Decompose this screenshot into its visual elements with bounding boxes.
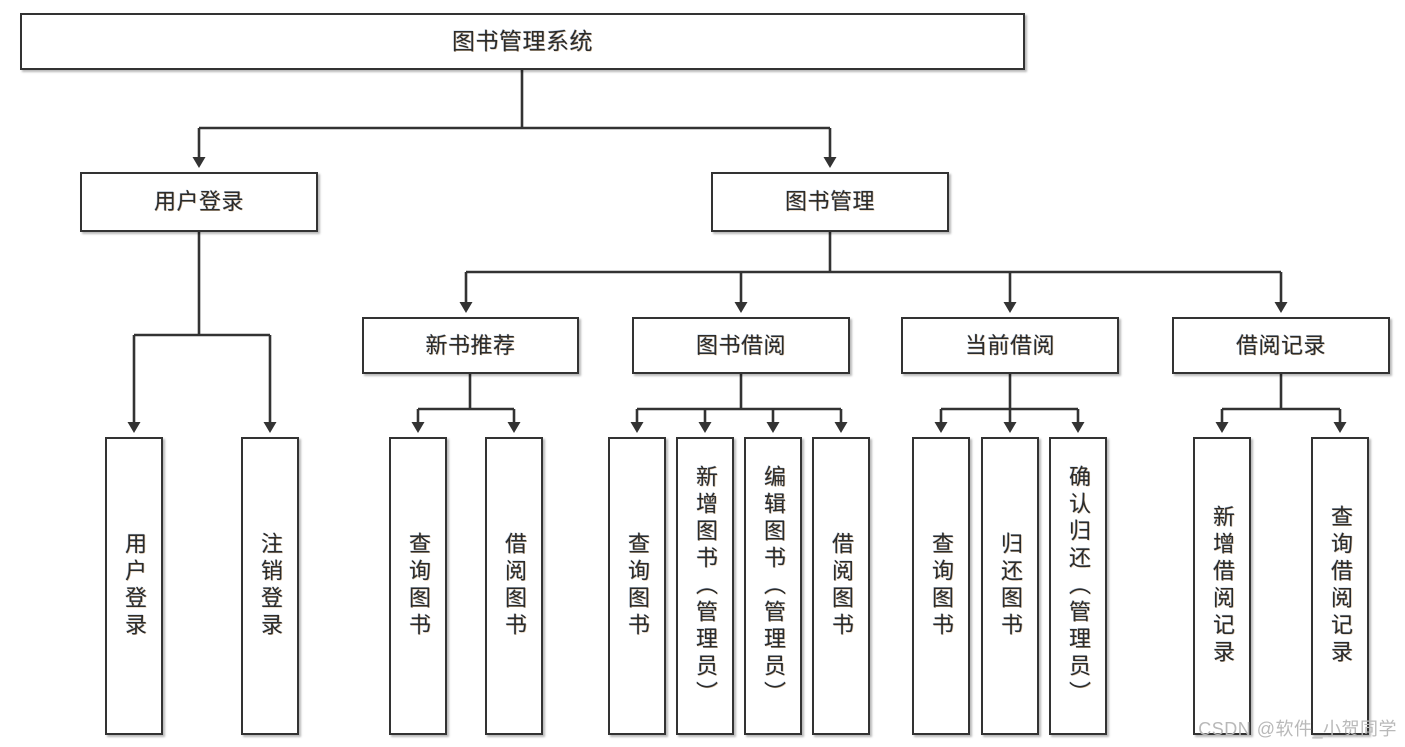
- leaf-borrow-book-recommendation[interactable]: 借阅图书: [485, 437, 543, 735]
- node-label: 归还图书: [998, 532, 1023, 640]
- node-new-book-recommendation[interactable]: 新书推荐: [362, 317, 579, 374]
- node-book-management[interactable]: 图书管理: [711, 172, 949, 232]
- leaf-return-book[interactable]: 归还图书: [981, 437, 1039, 735]
- node-root-system[interactable]: 图书管理系统: [20, 13, 1025, 70]
- node-label: 新增借阅记录: [1210, 505, 1235, 667]
- leaf-query-book-borrow[interactable]: 查询图书: [608, 437, 666, 735]
- leaf-confirm-return-admin[interactable]: 确认归还（管理员）: [1049, 437, 1107, 735]
- node-label: 当前借阅: [964, 332, 1055, 358]
- node-label: 注销登录: [258, 532, 283, 640]
- node-label: 查询借阅记录: [1328, 505, 1353, 667]
- leaf-query-book-recommendation[interactable]: 查询图书: [389, 437, 447, 735]
- leaf-query-borrow-record[interactable]: 查询借阅记录: [1311, 437, 1369, 735]
- leaf-edit-book-admin[interactable]: 编辑图书（管理员）: [744, 437, 802, 735]
- leaf-user-login[interactable]: 用户登录: [105, 437, 163, 735]
- leaf-logout[interactable]: 注销登录: [241, 437, 299, 735]
- node-label: 查询图书: [406, 532, 431, 640]
- node-label: 借阅图书: [829, 532, 854, 640]
- node-label: 确认归还（管理员）: [1066, 464, 1091, 708]
- node-label: 用户登录: [122, 532, 147, 640]
- node-label: 借阅图书: [502, 532, 527, 640]
- node-label: 查询图书: [625, 532, 650, 640]
- leaf-add-borrow-record[interactable]: 新增借阅记录: [1193, 437, 1251, 735]
- node-book-borrow[interactable]: 图书借阅: [632, 317, 850, 374]
- node-label: 编辑图书（管理员）: [761, 464, 786, 708]
- node-label: 图书借阅: [695, 332, 786, 358]
- node-user-login[interactable]: 用户登录: [80, 172, 318, 232]
- node-label: 图书管理系统: [452, 28, 593, 55]
- leaf-add-book-admin[interactable]: 新增图书（管理员）: [676, 437, 734, 735]
- node-borrow-records[interactable]: 借阅记录: [1172, 317, 1390, 374]
- node-label: 新增图书（管理员）: [693, 464, 718, 708]
- node-current-borrow[interactable]: 当前借阅: [901, 317, 1119, 374]
- node-label: 用户登录: [153, 189, 244, 215]
- node-label: 新书推荐: [425, 332, 516, 358]
- leaf-query-book-current[interactable]: 查询图书: [912, 437, 970, 735]
- node-label: 借阅记录: [1235, 332, 1326, 358]
- leaf-borrow-book[interactable]: 借阅图书: [812, 437, 870, 735]
- node-label: 图书管理: [784, 189, 875, 215]
- node-label: 查询图书: [929, 532, 954, 640]
